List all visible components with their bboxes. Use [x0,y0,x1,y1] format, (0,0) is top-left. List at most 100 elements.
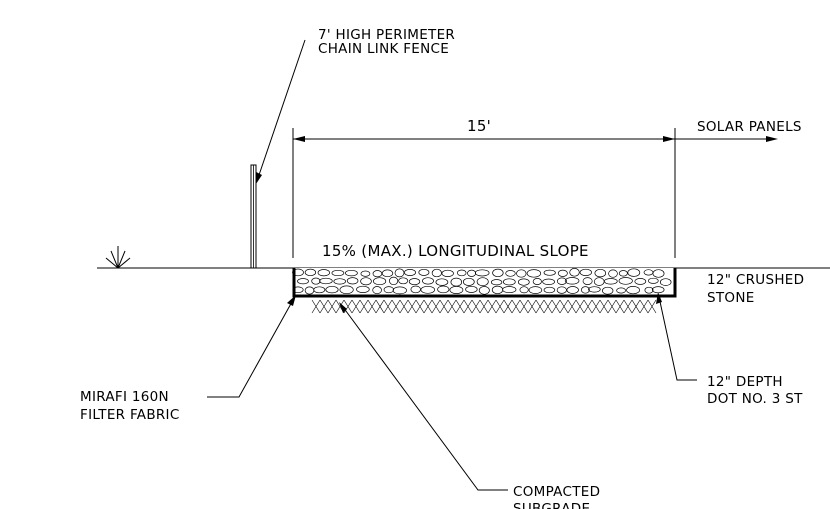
stone-mark [647,277,659,284]
fence-label-line1: 7' HIGH PERIMETER [318,27,455,43]
fence-post [250,164,257,269]
stone-mark [398,277,409,285]
stone-mark [564,277,580,285]
solar-panels-arrow [675,136,778,142]
hatch-line [439,299,449,314]
hatch-line [335,299,345,314]
hatch-line [471,299,481,314]
stone-mark [566,286,579,294]
hatch-line [319,299,329,314]
crushed-stone-label-line1: 12" CRUSHED [707,272,804,288]
stone-mark [608,269,618,278]
stone-mark [542,278,555,285]
stone-mark [360,270,371,277]
hatch-line [623,299,633,314]
stone-mark [543,286,556,294]
stone-mark [383,286,394,294]
stone-mark [532,278,542,285]
hatch-line [647,299,657,314]
stone-mark [441,269,454,277]
stone-mark [319,277,333,285]
hatch-line [415,299,425,314]
stone-mark [616,287,626,294]
hatch-line [543,299,553,314]
hatch-line [631,299,641,314]
stone-mark [490,279,503,286]
crushed-stone-layer [292,268,677,298]
stone-mark [304,268,317,277]
stone-mark [372,270,383,278]
grass-symbol [105,246,131,269]
hatch-line [375,299,385,314]
stone-mark [569,268,580,277]
hatch-line [519,299,529,314]
stone-mark [467,269,477,277]
stone-mark [556,277,567,285]
stone-mark [408,278,421,286]
stone-mark [659,278,672,286]
stone-mark [422,277,434,285]
stone-mark [333,278,346,285]
stone-mark [431,268,442,278]
hatch-line [423,299,433,314]
stone-mark [492,268,504,278]
stone-mark [313,286,326,294]
stone-mark [644,286,654,294]
stone-mark [519,286,529,294]
subgrade-hatch [311,299,657,314]
crushed-stone-label-line2: STONE [707,290,755,306]
hatch-line [431,299,441,314]
stone-mark [456,269,467,277]
hatch-line [383,299,393,314]
depth-label-line1: 12" DEPTH [707,374,783,390]
stone-mark [634,278,647,285]
solar-panels-label: SOLAR PANELS [697,119,802,135]
hatch-line [367,299,377,314]
hatch-line [447,299,457,314]
stone-mark [556,286,567,294]
stone-mark [476,277,489,287]
compacted-label-line2: SUBGRADE [513,501,590,509]
stone-mark [404,269,416,276]
hatch-line [583,299,593,314]
stone-mark [502,286,517,294]
stone-mark [618,277,633,285]
stone-mark [478,286,490,295]
fence-leader [256,39,306,184]
stone-mark [581,286,590,294]
stone-mark [526,269,542,278]
stone-mark [528,286,543,294]
hatch-line [479,299,489,314]
hatch-line [351,299,361,314]
stone-mark [543,269,556,276]
stone-mark [410,285,421,294]
hatch-line [463,299,473,314]
stone-mark [465,285,478,293]
hatch-line [495,299,505,314]
stone-mark [652,269,665,278]
stone-mark [339,285,354,295]
stone-mark [297,278,309,285]
hatch-line [399,299,409,314]
compacted-label-line1: COMPACTED [513,484,600,500]
stone-mark [603,278,618,285]
stone-mark [389,276,399,286]
hatch-line [407,299,417,314]
mirafi-label-line2: FILTER FABRIC [80,407,180,423]
fence-label-line2: CHAIN LINK FENCE [318,41,449,57]
stone-mark [557,269,568,277]
hatch-line [551,299,561,314]
stone-mark [346,277,359,285]
depth-leader [656,292,697,381]
depth-label-line2: DOT NO. 3 ST [707,391,803,407]
hatch-line [599,299,609,314]
stone-mark [588,286,601,293]
hatch-line [391,299,401,314]
stone-mark [474,269,490,277]
stone-mark [437,285,450,294]
mirafi-leader [207,295,296,398]
stone-mark [517,278,530,286]
hatch-line [503,299,513,314]
stone-mark [317,269,330,277]
